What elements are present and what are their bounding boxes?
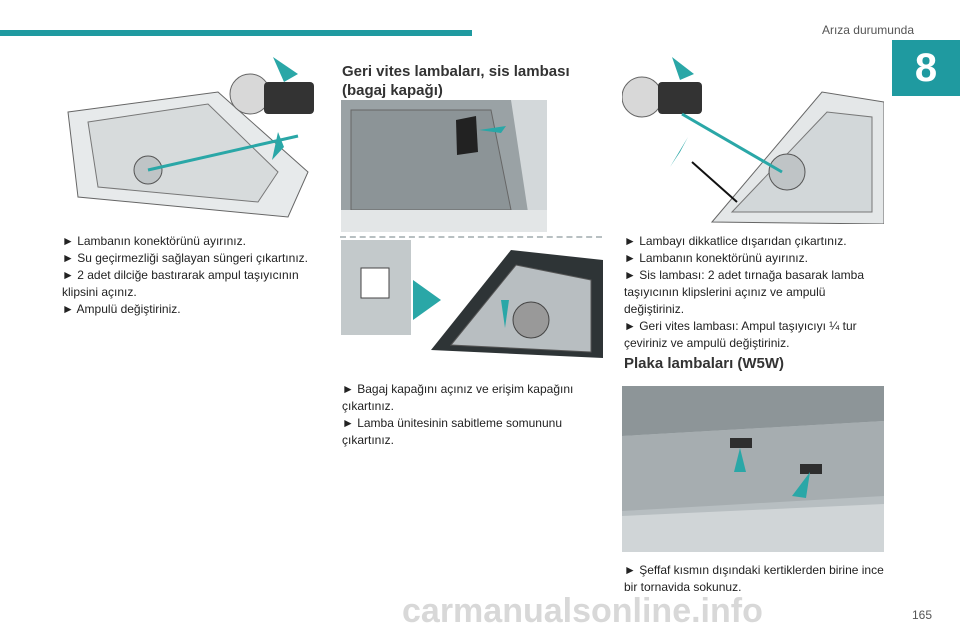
- chapter-number-tab: 8: [892, 40, 960, 96]
- step-3: ► Sis lambası: 2 adet tırnağa basarak la…: [624, 268, 864, 316]
- step-3: ► 2 adet dilciğe bastırarak ampul taşıyı…: [62, 268, 299, 299]
- page-number: 165: [911, 608, 932, 622]
- step-4: ► Geri vites lambası: Ampul taşıyıcıyı ¼…: [624, 319, 857, 350]
- step-2: ► Lamba ünitesinin sabitleme somununu çı…: [342, 416, 563, 447]
- lamp-unit-nut-illustration: [341, 240, 603, 358]
- step-1: ► Lambayı dikkatlice dışarıdan çıkartını…: [624, 234, 847, 248]
- step-1: ► Lambanın konektörünü ayırınız.: [62, 234, 246, 248]
- reverse-fog-lamp-heading: Geri vites lambaları, sis lambası (bagaj…: [342, 63, 570, 99]
- step-1: ► Şeffaf kısmın dışındaki kertiklerden b…: [624, 563, 884, 594]
- step-1: ► Bagaj kapağını açınız ve erişim kapağı…: [342, 382, 574, 413]
- rear-lamp-bulb-illustration: [58, 52, 320, 224]
- tailgate-access-cover-illustration: [341, 100, 547, 232]
- header-accent-bar: [0, 30, 472, 36]
- watermark: carmanualsonline.info: [402, 592, 763, 630]
- license-plate-lamps-heading: Plaka lambaları (W5W): [624, 355, 785, 372]
- step-2: ► Lambanın konektörünü ayırınız.: [624, 251, 808, 265]
- divider: [340, 236, 602, 238]
- step-2: ► Su geçirmezliği sağlayan süngeri çıkar…: [62, 251, 308, 265]
- column-1-instructions: ► Lambanın konektörünü ayırınız. ► Su ge…: [62, 233, 330, 318]
- column-3-plate-instructions: ► Şeffaf kısmın dışındaki kertiklerden b…: [624, 562, 886, 596]
- license-plate-lamp-illustration: [622, 386, 884, 552]
- column-3-instructions: ► Lambayı dikkatlice dışarıdan çıkartını…: [624, 233, 886, 352]
- step-4: ► Ampulü değiştiriniz.: [62, 302, 181, 316]
- column-2-instructions: ► Bagaj kapağını açınız ve erişim kapağı…: [342, 381, 598, 449]
- section-title: Arıza durumunda: [821, 23, 914, 37]
- lamp-removal-illustration: [622, 52, 884, 224]
